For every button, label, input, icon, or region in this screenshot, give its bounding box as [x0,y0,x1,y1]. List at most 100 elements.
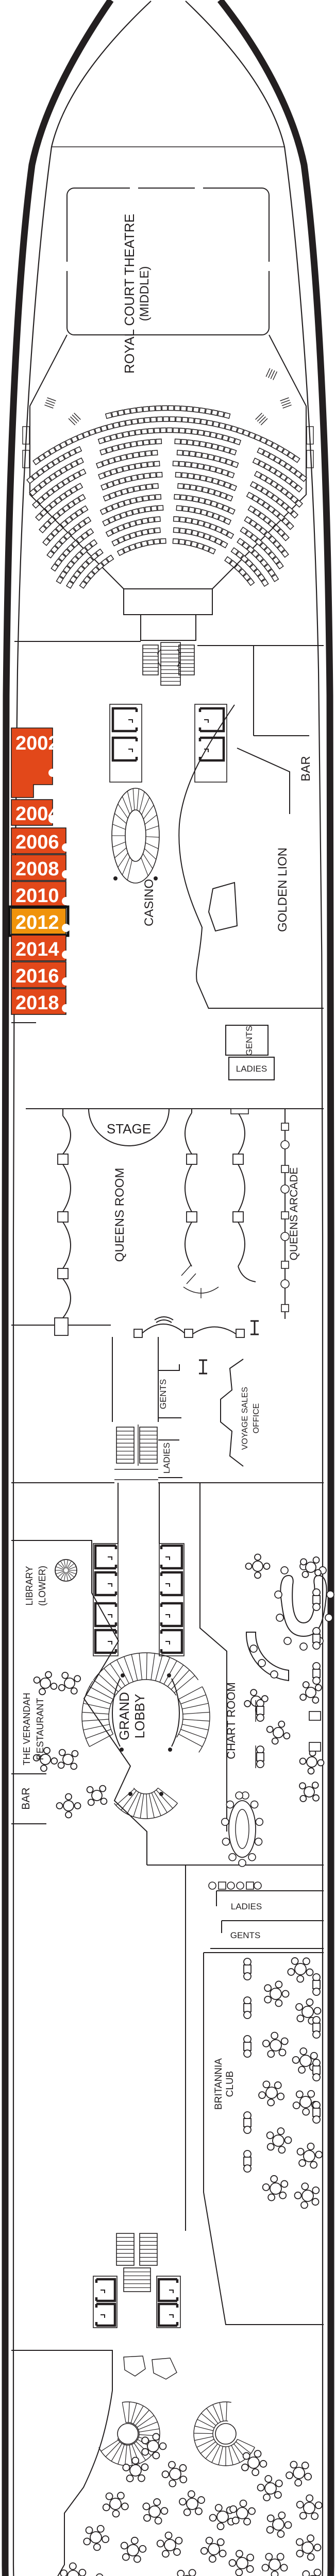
theatre-seat [120,512,127,519]
theatre-seat [74,446,82,454]
elevator-car[interactable] [111,736,138,762]
elevator-car[interactable] [94,1544,118,1570]
chair [266,2514,275,2522]
elevator-car[interactable] [198,736,225,762]
cabin-2008[interactable]: 2008 [11,854,70,881]
theatre-seat [270,480,278,488]
theatre-seat [102,459,110,467]
elevator-car[interactable] [160,1629,183,1654]
cabin-2010[interactable]: 2010 [11,881,70,908]
elevator-car[interactable] [95,2302,116,2327]
elevator-car[interactable] [111,707,138,733]
theatre-seat [52,457,60,466]
chair [299,1757,307,1765]
elevator-car[interactable] [157,2302,179,2327]
elevator-car[interactable] [160,1571,183,1597]
chair [65,1793,72,1801]
theatre-seat [131,508,140,515]
theatre-seat [216,502,224,510]
entry-steps [282,404,292,409]
chair [266,2143,275,2151]
chair [287,1968,295,1976]
cabin-2016[interactable]: 2016 [11,961,70,988]
elevator-car[interactable] [94,1571,118,1597]
elevator-car[interactable] [95,2278,116,2302]
theatre-seat [267,453,276,461]
chair [187,2490,195,2498]
theatre-seat [167,405,174,411]
theatre-seat [59,466,68,474]
chair [214,2504,223,2512]
theatre-seat [31,472,40,480]
cabin-2002[interactable]: 2002 [11,727,59,798]
theatre-seat [106,554,114,563]
theatre-seat [145,450,152,456]
theatre-seat [114,455,122,463]
bar-aft-walls [11,1773,46,1824]
elevator-car[interactable] [94,1602,118,1628]
theatre-seat [254,523,263,532]
cabin-2018[interactable]: 2018 [11,988,70,1015]
theatre-seat [292,455,300,463]
theatre-seat [217,515,226,522]
entry-steps [72,414,79,422]
chair [197,2496,205,2504]
arcade-kiosk [281,1261,289,1269]
chair [303,1957,310,1965]
theatre-seat [183,483,191,490]
theatre-seat [125,476,132,483]
queens-room-features [54,1108,290,1375]
theatre-seat [62,478,70,486]
chair [311,2198,320,2206]
theatre-seat [173,427,179,433]
chair [277,2092,285,2100]
chair [291,1957,299,1965]
theatre-seat [62,548,71,557]
chair [143,2514,151,2522]
dining-table [236,2557,248,2569]
theatre-seat [144,506,152,513]
chair [265,2553,273,2561]
elevator-car[interactable] [94,1629,118,1654]
chair [56,1802,63,1809]
chair [313,2007,322,2015]
theatre-seat [102,518,110,527]
theatre-seat [131,418,139,425]
chair [295,2090,304,2098]
theatre-seat [194,418,201,425]
elevator-car[interactable] [157,2278,179,2302]
elevator-car[interactable] [198,707,225,733]
theatre-seat [38,453,46,462]
banquette-table [312,1973,321,1996]
dining-table [208,2543,220,2555]
theatre-seat [222,504,230,512]
chair [304,2472,312,2481]
theatre-seat [260,558,268,567]
theatre-seat [82,575,91,584]
theatre-seat [96,562,105,570]
theatre-seat [78,468,87,477]
arcade-table [280,1279,290,1289]
theatre-seat [181,417,189,423]
theatre-seat [62,451,71,460]
elevator-car[interactable] [160,1602,183,1628]
dining-table [164,2539,176,2551]
theatre-seat [67,500,76,509]
theatre-seat [55,524,64,533]
theatre-seat [59,570,68,579]
cabin-2006[interactable]: 2006 [11,827,70,854]
theatre-seat [185,517,193,524]
cabin-2012[interactable]: 2012 [8,905,70,937]
dining-table [305,1562,316,1573]
cabin-2004[interactable]: 2004 [11,799,59,826]
theatre-seat [54,496,62,505]
theatre-seat [289,480,298,489]
elevator-car[interactable] [160,1544,183,1570]
theatre-seat [202,486,209,494]
theatre-seat [223,481,231,489]
theatre-seat [80,532,89,540]
cabin-2014[interactable]: 2014 [11,935,70,961]
theatre-seat [135,463,142,469]
theatre-seat [32,457,41,465]
